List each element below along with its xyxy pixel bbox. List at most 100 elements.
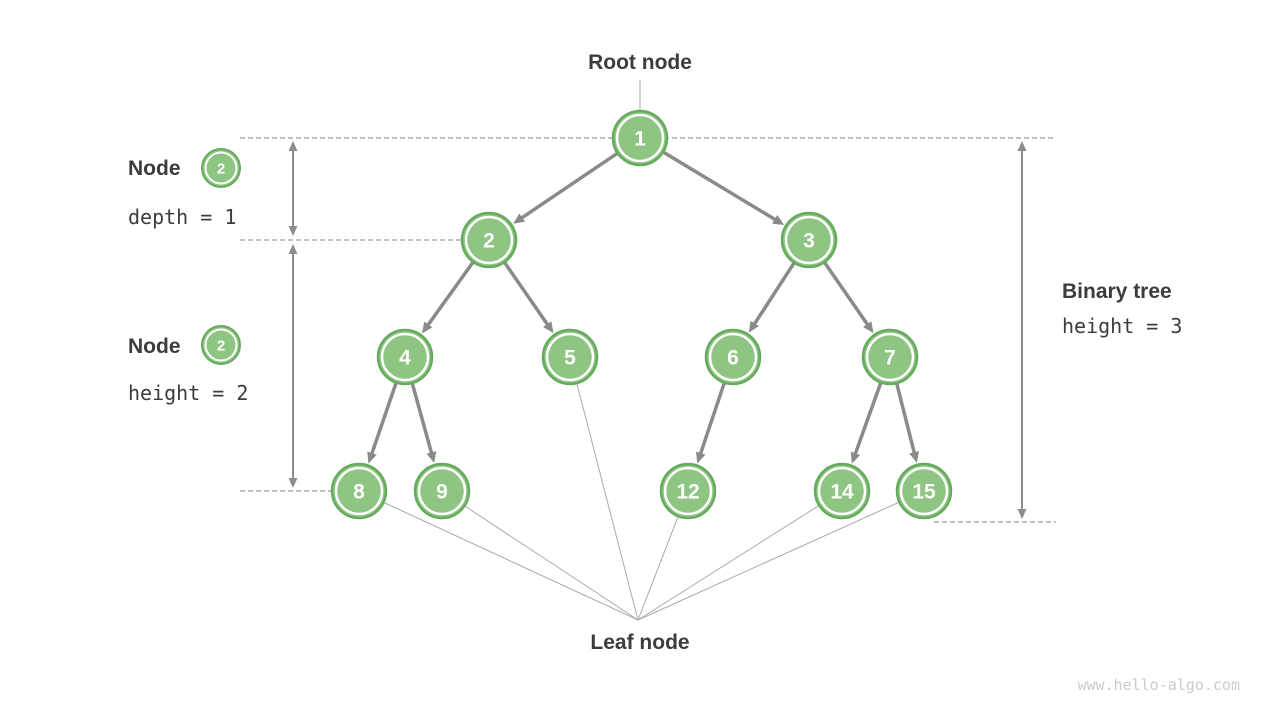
tree-edge-arrowhead-4-9	[426, 451, 437, 464]
watermark: www.hello-algo.com	[1077, 676, 1240, 694]
node-circle	[895, 462, 953, 520]
tree-node-8: 8	[330, 462, 388, 520]
node-value: 2	[483, 230, 495, 253]
tree-edge-4-9	[410, 383, 434, 456]
badge-circle	[201, 325, 241, 365]
measure-arrowhead-down-0	[288, 226, 298, 236]
tree-node-6: 6	[704, 328, 762, 386]
tree-edge-2-4	[425, 261, 475, 328]
node-circle	[376, 328, 434, 386]
leaf-pointer-line-8	[384, 502, 639, 621]
tree-edge-7-14	[852, 382, 883, 457]
tree-node-14: 14	[813, 462, 871, 520]
node-annotation-bottom-label: Node	[128, 335, 181, 358]
tree-node-4: 4	[376, 328, 434, 386]
tree-node-7: 7	[861, 328, 919, 386]
node-circle	[861, 328, 919, 386]
node-ring	[417, 466, 467, 516]
tree-edge-arrowhead-7-14	[850, 451, 861, 464]
tree-edge-6-12	[698, 382, 726, 457]
measure-arrowhead-down-2	[1017, 509, 1027, 519]
node-circle	[659, 462, 717, 520]
node-value: 14	[830, 481, 854, 504]
leaf-pointer-line-9	[465, 505, 639, 621]
node-value: 1	[634, 128, 646, 151]
measure-arrowhead-up-2	[1017, 141, 1027, 151]
node-ring	[865, 332, 915, 382]
node-ring	[615, 113, 665, 163]
binary-tree-caption-title: Binary tree	[1062, 280, 1172, 303]
tree-edge-arrowhead-6-12	[695, 451, 706, 464]
node-value: 15	[912, 481, 936, 504]
node-value: 6	[727, 347, 739, 370]
node-ring	[464, 215, 514, 265]
tree-edge-7-15	[895, 383, 917, 456]
tree-edge-arrowhead-7-15	[909, 450, 920, 463]
tree-node-1: 1	[611, 109, 669, 167]
height-caption: height = 2	[128, 381, 248, 405]
node-circle	[541, 328, 599, 386]
tree-edge-arrowhead-4-8	[367, 451, 377, 464]
badge-value: 2	[217, 338, 225, 355]
tree-edge-2-5	[503, 262, 551, 328]
node-value: 5	[564, 347, 576, 370]
badge-ring	[204, 151, 238, 185]
leaf-pointer-line-15	[637, 502, 899, 621]
tree-edge-arrowhead-1-2	[513, 213, 525, 224]
tree-node-15: 15	[895, 462, 953, 520]
node-value: 3	[803, 230, 815, 253]
node-ring	[708, 332, 758, 382]
node-value: 9	[436, 481, 448, 504]
node-value: 7	[884, 347, 896, 370]
node-circle	[460, 211, 518, 269]
node-ring	[784, 215, 834, 265]
node-ring	[899, 466, 949, 516]
tree-edges	[367, 150, 920, 464]
measure-arrowhead-up-0	[288, 141, 298, 151]
measure-arrows	[288, 141, 1027, 519]
node-ring	[334, 466, 384, 516]
tree-node-2: 2	[460, 211, 518, 269]
node-ring	[380, 332, 430, 382]
tree-node-12: 12	[659, 462, 717, 520]
node-ring	[545, 332, 595, 382]
measure-arrowhead-up-1	[288, 244, 298, 254]
tree-edge-3-6	[751, 262, 796, 327]
text-labels: Root node Leaf node Node depth = 1 Node …	[128, 51, 1240, 694]
measure-arrowhead-down-1	[288, 478, 298, 488]
badge-circle	[201, 148, 241, 188]
node-circle	[413, 462, 471, 520]
annotation-badge-0: 2	[201, 148, 241, 188]
depth-caption: depth = 1	[128, 205, 236, 229]
binary-tree-caption-value: height = 3	[1062, 314, 1182, 338]
tree-edge-arrowhead-3-6	[748, 320, 759, 333]
annotation-badges: 22	[201, 148, 241, 365]
tree-edge-1-3	[663, 150, 779, 223]
leaf-pointer-line-12	[637, 516, 679, 621]
leaf-pointer-line-5	[576, 383, 639, 621]
root-node-label: Root node	[588, 51, 692, 74]
pointer-lines	[384, 80, 899, 621]
tree-edge-arrowhead-2-4	[421, 321, 433, 334]
tree-node-3: 3	[780, 211, 838, 269]
node-value: 4	[399, 347, 411, 370]
node-annotation-top-label: Node	[128, 157, 181, 180]
tree-edge-arrowhead-1-3	[772, 215, 785, 226]
node-circle	[704, 328, 762, 386]
annotation-badge-1: 2	[201, 325, 241, 365]
node-circle	[780, 211, 838, 269]
node-circle	[611, 109, 669, 167]
tree-node-5: 5	[541, 328, 599, 386]
node-value: 8	[353, 481, 365, 504]
tree-edge-arrowhead-2-5	[543, 321, 554, 334]
leaf-node-label: Leaf node	[590, 631, 689, 654]
node-circle	[330, 462, 388, 520]
badge-ring	[204, 328, 238, 362]
node-ring	[663, 466, 713, 516]
node-ring	[817, 466, 867, 516]
node-value: 12	[676, 481, 699, 504]
badge-value: 2	[217, 161, 225, 178]
